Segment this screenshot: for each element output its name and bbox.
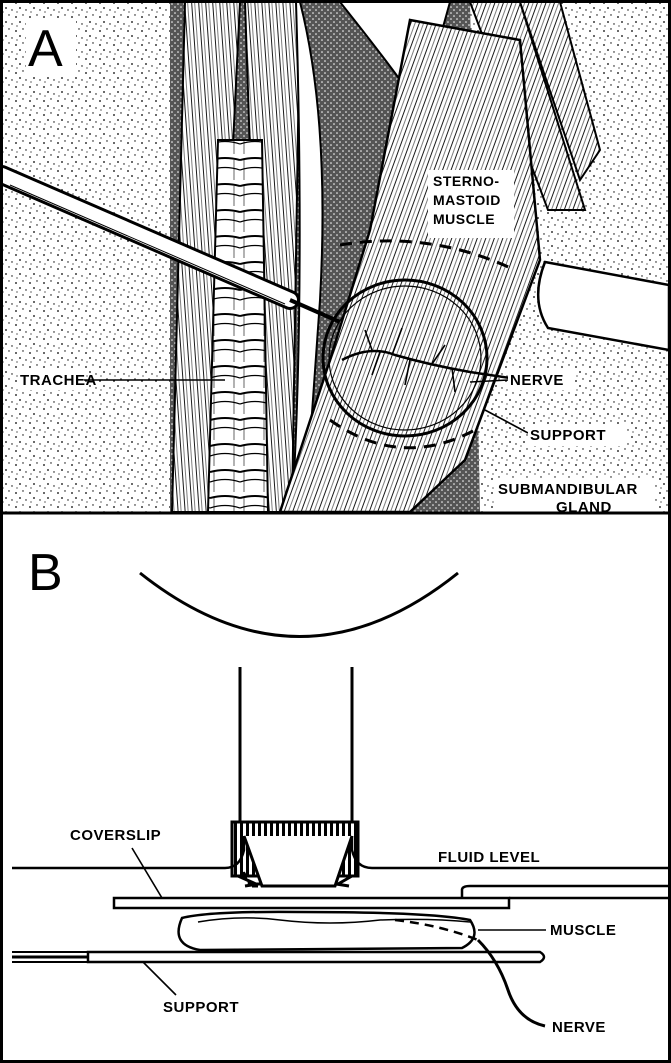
fluid-level-label: FLUID LEVEL xyxy=(438,849,540,866)
nerve-label-b: NERVE xyxy=(552,1019,606,1036)
sterno-label-line2: MASTOID xyxy=(433,192,501,208)
muscle-label: MUSCLE xyxy=(550,922,616,939)
coverslip xyxy=(114,898,509,908)
coverslip-leader xyxy=(132,848,162,898)
support-leader-b xyxy=(143,962,176,995)
muscle-specimen xyxy=(179,912,475,950)
panel-b: B COVERSLIP FL xyxy=(12,544,669,1036)
panel-b-letter: B xyxy=(28,544,63,602)
support-label-b: SUPPORT xyxy=(163,999,239,1016)
nerve-label-a: NERVE xyxy=(510,372,564,389)
trachea xyxy=(208,140,268,512)
support-slide xyxy=(88,952,544,962)
gland-label-line1: SUBMANDIBULAR xyxy=(498,481,638,498)
sterno-label-line3: MUSCLE xyxy=(433,211,495,227)
trachea-label: TRACHEA xyxy=(20,372,97,389)
sterno-label-line1: STERNO- xyxy=(433,173,500,189)
support-label-a: SUPPORT xyxy=(530,427,606,444)
coverslip-holder xyxy=(462,886,669,898)
coverslip-label: COVERSLIP xyxy=(70,827,161,844)
objective-tip xyxy=(244,836,352,886)
panel-a: A STERNO- MASTOID MUSCLE TRACHEA NERVE S… xyxy=(2,2,669,520)
panel-a-letter: A xyxy=(28,20,63,78)
objective-curve xyxy=(140,573,458,637)
